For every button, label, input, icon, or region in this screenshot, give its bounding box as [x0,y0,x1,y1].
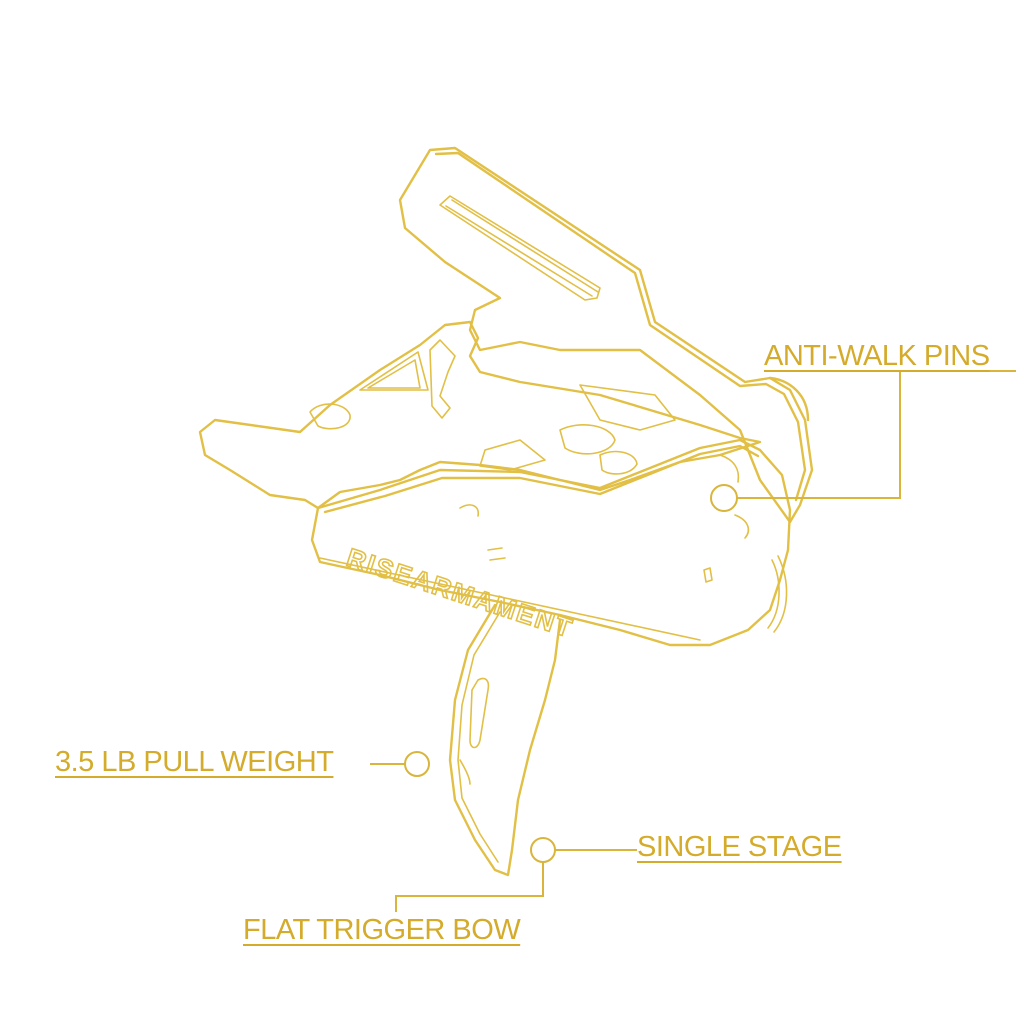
callout-single-stage-leader [530,837,637,863]
trigger-bow-outline [448,603,562,877]
flat-trigger-bow-label: FLAT TRIGGER BOW [243,914,521,946]
single-stage-marker [530,837,556,863]
anti-walk-pins-label: ANTI-WALK PINS [764,340,990,372]
housing-outline [310,438,792,647]
callout-flat-bow-leader [395,862,544,912]
brand-engraving: RISEARMAMENT [343,542,577,644]
callout-pull-weight-leader [370,751,430,777]
hammer-outline [398,146,814,524]
single-stage-label: SINGLE STAGE [637,831,842,863]
pull-weight-marker [404,751,430,777]
callout-anti-walk-leader [710,370,1016,512]
anti-walk-marker [710,484,738,512]
pull-weight-label: 3.5 LB PULL WEIGHT [55,746,334,778]
